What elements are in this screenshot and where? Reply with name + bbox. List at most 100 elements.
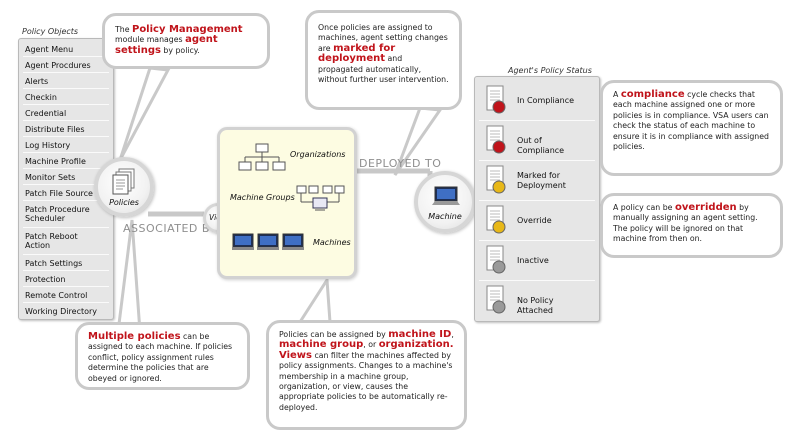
machines-label: Machines [313, 238, 351, 247]
policy-objects-title: Policy Objects [22, 27, 79, 36]
policy-management-highlight: Policy Management [131, 24, 243, 35]
agent-settings-highlight: agent settings [115, 34, 218, 56]
policy-object-divider [23, 72, 109, 73]
assignment-callout: Policies can be assigned by machine ID , … [266, 320, 467, 430]
policy-object-divider [23, 152, 109, 153]
callout-text: A policy can be [613, 203, 675, 212]
callout-text: can filter the machines affected by poli… [279, 350, 453, 412]
policies-label: Policies [109, 198, 139, 207]
status-label: Out of Compliance [517, 136, 565, 155]
policy-object-item[interactable]: Remote Control [25, 291, 88, 300]
policy-object-divider [23, 56, 109, 57]
policy-object-item[interactable]: Machine Profile [25, 157, 86, 166]
policy-object-item[interactable]: Checkin [25, 93, 57, 102]
machine-group-highlight: machine group [279, 339, 364, 351]
agent-policy-status-title: Agent's Policy Status [508, 66, 592, 75]
callout-text: , [451, 330, 454, 339]
policy-object-item[interactable]: Log History [25, 141, 71, 150]
status-label: No Policy Attached [517, 296, 554, 315]
policy-object-divider [23, 168, 109, 169]
callout-text: Once policies are assigned to machines, … [318, 23, 448, 53]
machine-circle: Machine [414, 171, 476, 233]
status-label: In Compliance [517, 96, 575, 105]
status-divider [479, 240, 595, 241]
multiple-policies-highlight: Multiple policies [88, 331, 181, 342]
compliance-callout: A compliance cycle checks that each mach… [600, 80, 783, 176]
callout-text: by policy. [160, 45, 200, 55]
pending-doc-icon [486, 165, 506, 194]
organizations-icon [238, 143, 286, 171]
callout-text: and propagated automatically, without fu… [318, 54, 449, 85]
policy-object-divider [23, 200, 109, 201]
policy-object-divider [23, 88, 109, 89]
associated-by-label: ASSOCIATED BY [123, 222, 217, 235]
policy-object-item[interactable]: Patch Settings [25, 259, 83, 268]
deployment-callout: Once policies are assigned to machines, … [305, 10, 462, 110]
marked-for-deployment-highlight: marked for deployment [318, 42, 396, 65]
override-doc-icon [486, 205, 506, 234]
policy-object-divider [23, 254, 109, 255]
callout-assign-pointer [297, 275, 332, 324]
policy-object-item[interactable]: Distribute Files [25, 125, 85, 134]
policy-object-item[interactable]: Alerts [25, 77, 49, 86]
callout-text: can be assigned to each machine. If poli… [88, 332, 233, 383]
policy-object-item[interactable]: Monitor Sets [25, 173, 76, 182]
status-divider [479, 200, 595, 201]
policy-object-divider [23, 104, 109, 105]
status-row: No Policy Attached [475, 281, 599, 321]
inactive-doc-icon [486, 245, 506, 274]
policy-object-item[interactable]: Patch File Source [25, 189, 93, 198]
status-row: In Compliance [475, 81, 599, 121]
policy-object-item[interactable]: Working Directory [25, 307, 98, 316]
policy-object-item[interactable]: Agent Procdures [25, 61, 91, 70]
views-highlight: Views [279, 349, 312, 361]
override-callout: A policy can be overridden by manually a… [600, 193, 783, 258]
overridden-highlight: overridden [674, 202, 737, 213]
status-label: Inactive [517, 256, 549, 265]
callout-text: cycle checks that each machine assigned … [613, 90, 769, 152]
policy-object-item[interactable]: Patch Reboot Action [25, 232, 78, 250]
callout-top-pointer [118, 66, 171, 161]
policy-object-item[interactable]: Credential [25, 109, 67, 118]
callout-multiple-pointer [116, 219, 142, 334]
policies-icon [112, 168, 135, 195]
status-row: Marked for Deployment [475, 161, 599, 201]
organizations-label: Organizations [290, 150, 346, 159]
status-label: Override [517, 216, 552, 225]
policy-object-divider [23, 286, 109, 287]
machine-id-highlight: machine ID [388, 329, 452, 340]
policy-object-item[interactable]: Protection [25, 275, 66, 284]
machines-icon [232, 233, 304, 250]
status-divider [479, 120, 595, 121]
status-divider [479, 280, 595, 281]
callout-text: A [613, 90, 621, 99]
policy-object-divider [23, 270, 109, 271]
multiple-policies-callout: Multiple policies can be assigned to eac… [75, 322, 250, 390]
assignment-targets-panel [217, 127, 357, 279]
policy-object-divider [23, 120, 109, 121]
callout-text: , or [363, 340, 379, 350]
status-divider [479, 160, 595, 161]
policy-object-divider [23, 227, 109, 228]
laptop-icon [432, 186, 460, 205]
status-label: Marked for Deployment [517, 171, 566, 190]
deployed-to-label: DEPLOYED TO [359, 157, 442, 170]
policy-object-divider [23, 184, 109, 185]
policy-object-divider [23, 136, 109, 137]
callout-text: Policies can be assigned by [279, 330, 389, 339]
compliance-doc-icon [486, 85, 506, 114]
policy-object-item[interactable]: Patch Procedure Scheduler [25, 205, 90, 223]
callout-text: module manages [115, 35, 186, 45]
compliance-highlight: compliance [620, 89, 685, 100]
machine-groups-icon [296, 185, 345, 211]
no-policy-doc-icon [486, 285, 506, 314]
policy-object-item[interactable]: Agent Menu [25, 45, 74, 54]
status-row: Inactive [475, 241, 599, 281]
callout-text: by manually assigning an agent setting. … [613, 203, 758, 244]
status-row: Out of Compliance [475, 121, 599, 161]
gear-doc-icon [486, 125, 506, 154]
organization-highlight: organization. [378, 339, 454, 351]
policy-object-divider [23, 302, 109, 303]
callout-text: The [115, 25, 132, 34]
